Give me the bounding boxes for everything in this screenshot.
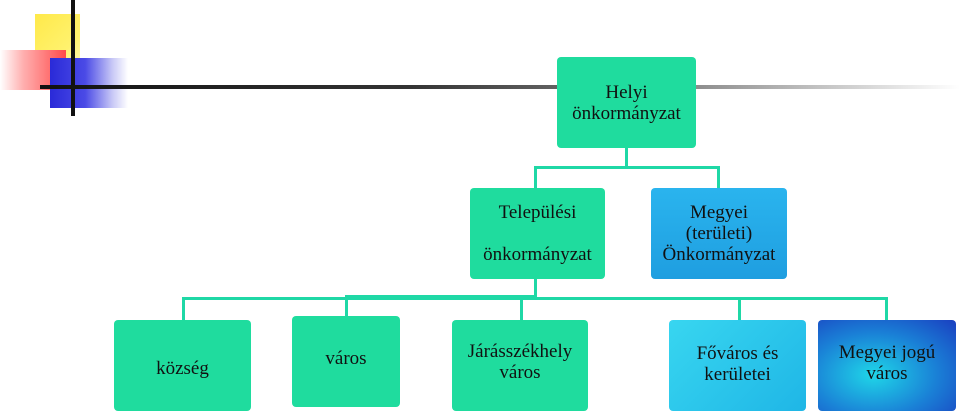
connector-telepulesi-down	[534, 279, 537, 297]
header-rule	[40, 85, 960, 89]
node-helyi-onkormanyzat: Helyi önkormányzat	[557, 57, 696, 148]
connector-level2-bus	[534, 166, 720, 169]
node-label: Megyei (területi) Önkormányzat	[662, 202, 776, 265]
node-label: község	[156, 358, 209, 379]
logo-vertical-line	[71, 0, 75, 116]
node-megyei-jogu-varos: Megyei jogú város	[818, 320, 956, 411]
connector-to-telepulesi	[534, 166, 537, 188]
node-jarasszekhely-varos: Járásszékhely város	[452, 320, 588, 411]
node-megyei-onkormanyzat: Megyei (területi) Önkormányzat	[651, 188, 787, 279]
logo-blue-bar	[50, 58, 128, 108]
connector-to-varos	[345, 295, 348, 316]
connector-to-fovaros	[738, 297, 741, 320]
node-kozseg: község	[114, 320, 251, 411]
connector-to-megyei	[717, 166, 720, 188]
node-label: város	[325, 348, 367, 369]
node-varos: város	[292, 316, 400, 407]
connector-to-megyei-jogu	[885, 297, 888, 320]
connector-to-jarasszekhely	[520, 297, 523, 320]
node-label: Járásszékhely város	[467, 340, 573, 383]
node-label: Helyi önkormányzat	[572, 81, 681, 124]
node-label: Megyei jogú város	[838, 341, 936, 384]
connector-root-down	[625, 148, 628, 167]
node-telepulesi-onkormanyzat: Települési önkormányzat	[470, 188, 605, 279]
node-fovaros-es-keruletei: Főváros és kerületei	[669, 320, 806, 411]
node-label: Települési önkormányzat	[483, 202, 592, 265]
node-label: Főváros és kerületei	[696, 342, 779, 385]
connector-to-kozseg	[182, 297, 185, 320]
connector-level3-bus	[182, 297, 888, 300]
connector-bus-inner	[345, 295, 535, 298]
